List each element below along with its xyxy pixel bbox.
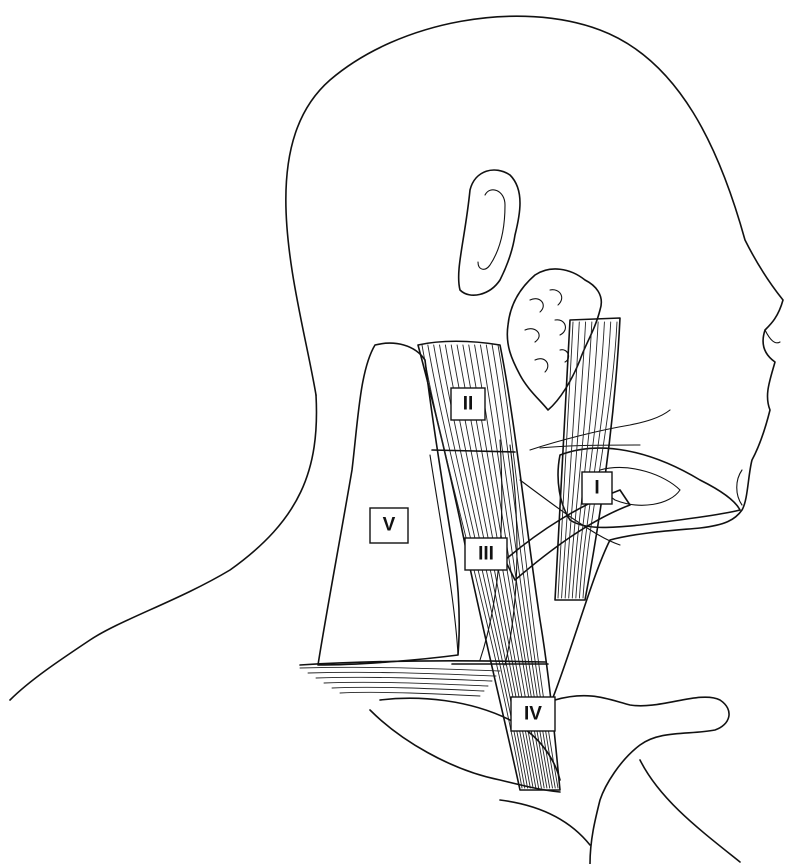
level-3-label: III [465, 538, 507, 570]
muscle-fiber [332, 687, 484, 691]
strap-muscle [555, 318, 620, 600]
muscle-fiber [308, 672, 496, 676]
back-neck-outline [10, 395, 316, 700]
svg-text:V: V [383, 515, 396, 536]
head-outline [286, 16, 783, 862]
parotid-lobules [525, 290, 569, 372]
strap-muscle-fibers [558, 322, 617, 598]
level-2-label: II [451, 388, 485, 420]
svg-text:III: III [478, 544, 494, 565]
level-5-label: V [370, 508, 408, 543]
ear-outline [459, 170, 520, 295]
clavicle-fibers [300, 667, 500, 696]
muscle-fiber [324, 682, 488, 686]
muscle-fiber [316, 677, 492, 681]
level-4-label: IV [511, 697, 555, 731]
svg-text:I: I [594, 478, 599, 499]
muscle-fiber [576, 322, 605, 598]
svg-text:IV: IV [524, 704, 542, 725]
muscle-fiber [569, 322, 592, 598]
sternal-contour [555, 696, 729, 864]
chin-line [737, 470, 742, 505]
muscle-fiber [583, 322, 617, 598]
chest-contour [500, 800, 590, 845]
nostril-line [765, 330, 780, 343]
svg-text:II: II [463, 394, 474, 415]
muscle-fiber [300, 667, 500, 671]
level-1-label: I [582, 472, 612, 504]
muscle-fiber [340, 692, 480, 696]
ear-inner [478, 190, 505, 269]
